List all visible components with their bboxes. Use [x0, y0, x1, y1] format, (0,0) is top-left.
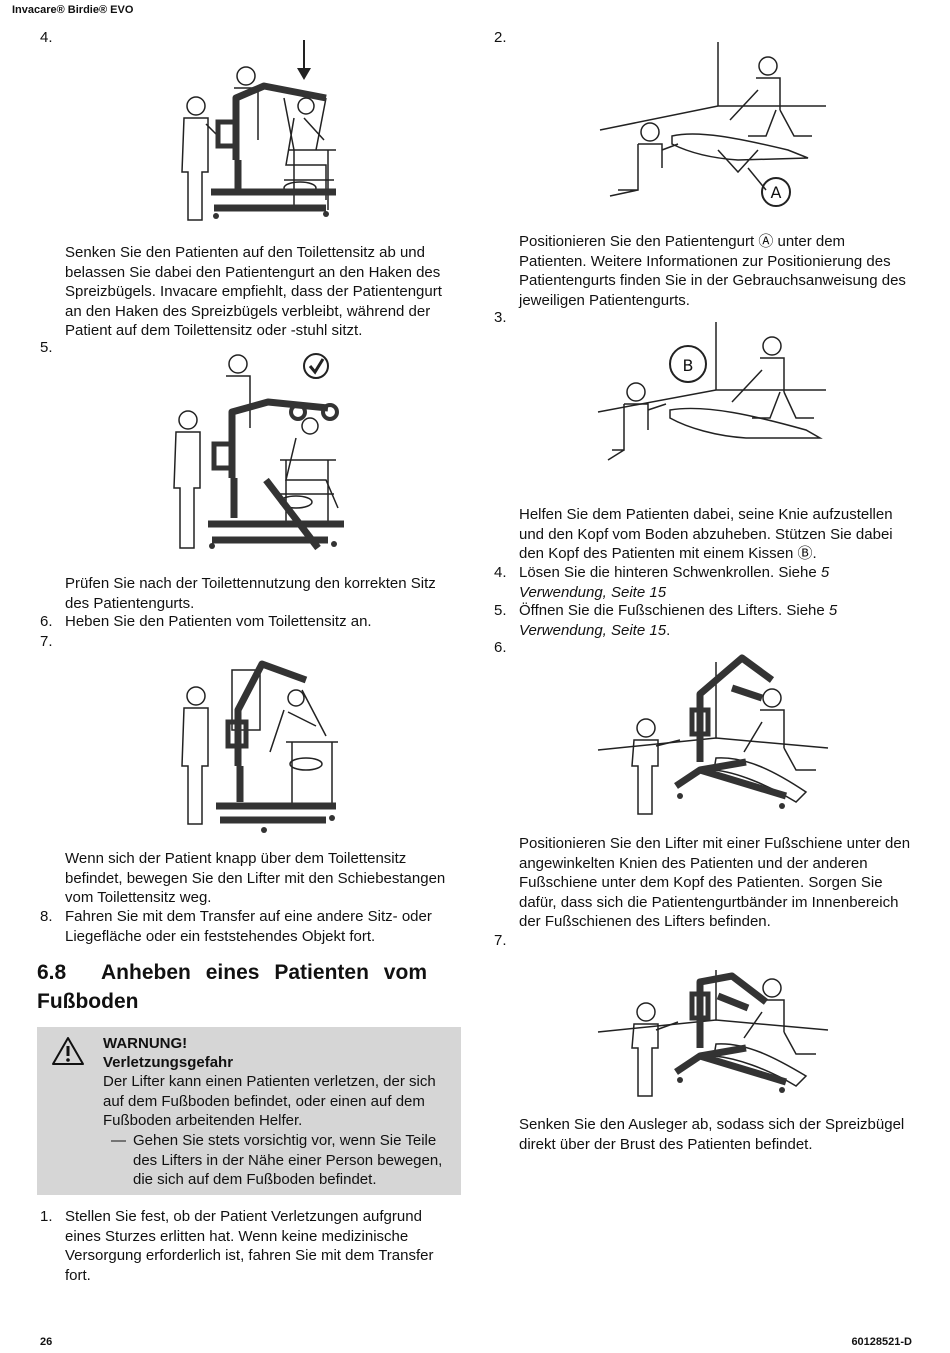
document-id: 60128521-D — [851, 1336, 912, 1348]
step-number: 5. — [40, 339, 53, 356]
warning-bullet-text: Gehen Sie stets vorsichtig vor, wenn Sie… — [133, 1132, 443, 1189]
warning-subtitle: Verletzungsgefahr — [103, 1054, 234, 1071]
step-8-text: Fahren Sie mit dem Transfer auf eine and… — [65, 908, 432, 945]
step-4-text: Lösen Sie die hinteren Schwenkrollen. Si… — [519, 563, 914, 602]
step-5-text-main: Öffnen Sie die Fußschienen des Lifters. … — [519, 602, 829, 619]
step-2-text: Positionieren Sie den Patientengurt Ⓐ un… — [519, 233, 906, 309]
header-title: Invacare® Birdie® EVO — [12, 4, 134, 16]
page-number: 26 — [40, 1336, 53, 1348]
step-number: 7. — [40, 633, 53, 650]
step-number: 4. — [40, 29, 53, 46]
step-number: 6. — [494, 639, 507, 656]
illustration-position-sling: A — [598, 40, 828, 220]
warning-box: WARNUNG! Verletzungsgefahr Der Lifter ka… — [37, 1027, 461, 1195]
illustration-support-head: B — [596, 320, 828, 490]
step-1-text: Stellen Sie fest, ob der Patient Verletz… — [65, 1208, 434, 1284]
step-5-text: Öffnen Sie die Fußschienen des Lifters. … — [519, 602, 838, 639]
warning-title: WARNUNG! — [103, 1035, 188, 1052]
illustration-position-lifter — [596, 652, 831, 817]
illustration-check-sling-on-toilet — [168, 348, 358, 558]
illustration-lift-from-toilet — [176, 656, 346, 836]
step-number: 3. — [494, 309, 507, 326]
step-number: 6. — [40, 613, 53, 630]
step-number: 7. — [494, 932, 507, 949]
warning-body: Der Lifter kann einen Patienten verletze… — [103, 1073, 436, 1130]
section-title: Anheben eines Patienten vom Fußboden — [37, 961, 427, 1013]
step-number: 1. — [40, 1208, 53, 1225]
step-4-text-main: Lösen Sie die hinteren Schwenkrollen. Si… — [519, 564, 821, 581]
step-5-text: Prüfen Sie nach der Toilettennutzung den… — [65, 575, 436, 612]
illustration-lower-to-toilet — [176, 40, 356, 225]
step-7-text: Wenn sich der Patient knapp über dem Toi… — [65, 850, 446, 907]
callout-label-a: A — [771, 183, 782, 202]
step-number: 4. — [494, 564, 507, 581]
step-6-text: Heben Sie den Patienten vom Toilettensit… — [65, 613, 372, 630]
step-number: 5. — [494, 602, 507, 619]
bullet-dash: — — [111, 1132, 126, 1149]
step-4-text: Senken Sie den Patienten auf den Toilett… — [65, 244, 442, 340]
illustration-lower-boom — [596, 968, 831, 1098]
step-number: 2. — [494, 29, 507, 46]
step-3-text: Helfen Sie dem Patienten dabei, seine Kn… — [519, 506, 893, 563]
warning-triangle-icon — [51, 1036, 85, 1071]
step-7-text: Senken Sie den Ausleger ab, sodass sich … — [519, 1116, 905, 1153]
step-number: 8. — [40, 908, 53, 925]
callout-label-b: B — [683, 356, 694, 375]
section-number: 6.8 — [37, 961, 67, 984]
step-6-text: Positionieren Sie den Lifter mit einer F… — [519, 835, 911, 931]
